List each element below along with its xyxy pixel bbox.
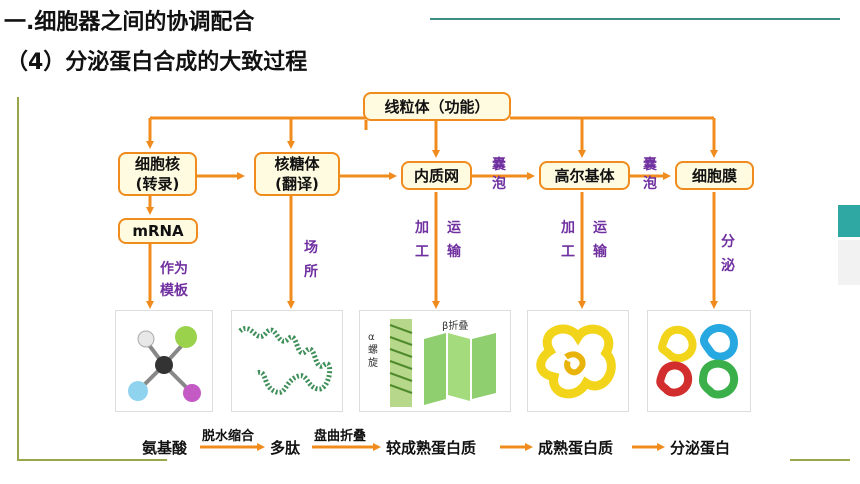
secondary-structure-image: α螺旋 β折叠: [359, 310, 511, 412]
golgi-box: 高尔基体: [539, 161, 630, 190]
er-label: 内质网: [413, 166, 459, 185]
side-accent-bar-light: [838, 240, 860, 285]
header-divider: [430, 18, 840, 20]
page-subtitle: （4）分泌蛋白合成的大致过程: [6, 50, 308, 75]
mrna-label: mRNA: [132, 222, 184, 240]
membrane-box: 细胞膜: [675, 161, 754, 190]
seq-secreted-protein: 分泌蛋白: [670, 439, 731, 457]
golgi-process-label: 加工: [561, 220, 575, 260]
membrane-label: 细胞膜: [691, 166, 737, 185]
page-title: 一.细胞器之间的协调配合: [4, 10, 255, 35]
ribosome-label: 核糖体: [274, 155, 320, 173]
site-label: 场所: [304, 240, 318, 280]
seq-step-dehydration: 脱水缩合: [202, 429, 255, 444]
vesicle-label-2: 囊泡: [643, 157, 657, 192]
nucleus-box: 细胞核 (转录): [118, 152, 197, 196]
mitochondria-box: 线粒体（功能）: [363, 92, 511, 121]
ribosome-sublabel: (翻译): [275, 175, 319, 193]
polypeptide-chain-icon: [238, 326, 333, 395]
polypeptide-image: [231, 310, 343, 412]
golgi-label: 高尔基体: [554, 166, 615, 185]
beta-sheet-label: β折叠: [442, 321, 469, 332]
golgi-transport-label: 运输: [593, 220, 607, 260]
frame-bottom-line: [17, 459, 167, 461]
mature-protein-image: [647, 310, 751, 412]
nucleus-label: 细胞核: [134, 155, 180, 173]
mrna-box: mRNA: [118, 218, 198, 244]
er-transport-label: 运输: [447, 220, 461, 260]
template-label-line1: 作为: [160, 261, 188, 277]
er-box: 内质网: [401, 161, 472, 190]
seq-polypeptide: 多肽: [270, 439, 301, 457]
seq-amino-acid: 氨基酸: [142, 439, 188, 457]
alpha-helix-label: α螺旋: [368, 332, 378, 369]
secrete-label: 分泌: [721, 234, 735, 274]
frame-bottom-line-right: [790, 459, 850, 461]
tertiary-structure-icon: [536, 324, 616, 399]
template-label: 作为 模板: [160, 258, 188, 302]
nucleus-sublabel: (转录): [135, 175, 180, 193]
vesicle-label-1: 囊泡: [492, 157, 506, 192]
folded-protein-image: [527, 310, 629, 412]
seq-mature-protein: 成熟蛋白质: [538, 439, 614, 457]
protein-folding-icon: [389, 319, 496, 407]
mitochondria-label: 线粒体（功能）: [384, 97, 490, 116]
seq-step-folding: 盘曲折叠: [314, 429, 367, 444]
frame-left-line: [17, 97, 19, 461]
ribosome-box: 核糖体 (翻译): [254, 152, 340, 196]
quaternary-structure-icon: [656, 324, 739, 399]
amino-acid-image: [115, 310, 213, 412]
seq-immature-protein: 较成熟蛋白质: [386, 439, 477, 457]
er-process-label: 加工: [415, 220, 429, 260]
amino-acid-molecule-icon: [128, 326, 201, 402]
template-label-line2: 模板: [160, 283, 188, 299]
side-accent-bar: [838, 205, 860, 237]
